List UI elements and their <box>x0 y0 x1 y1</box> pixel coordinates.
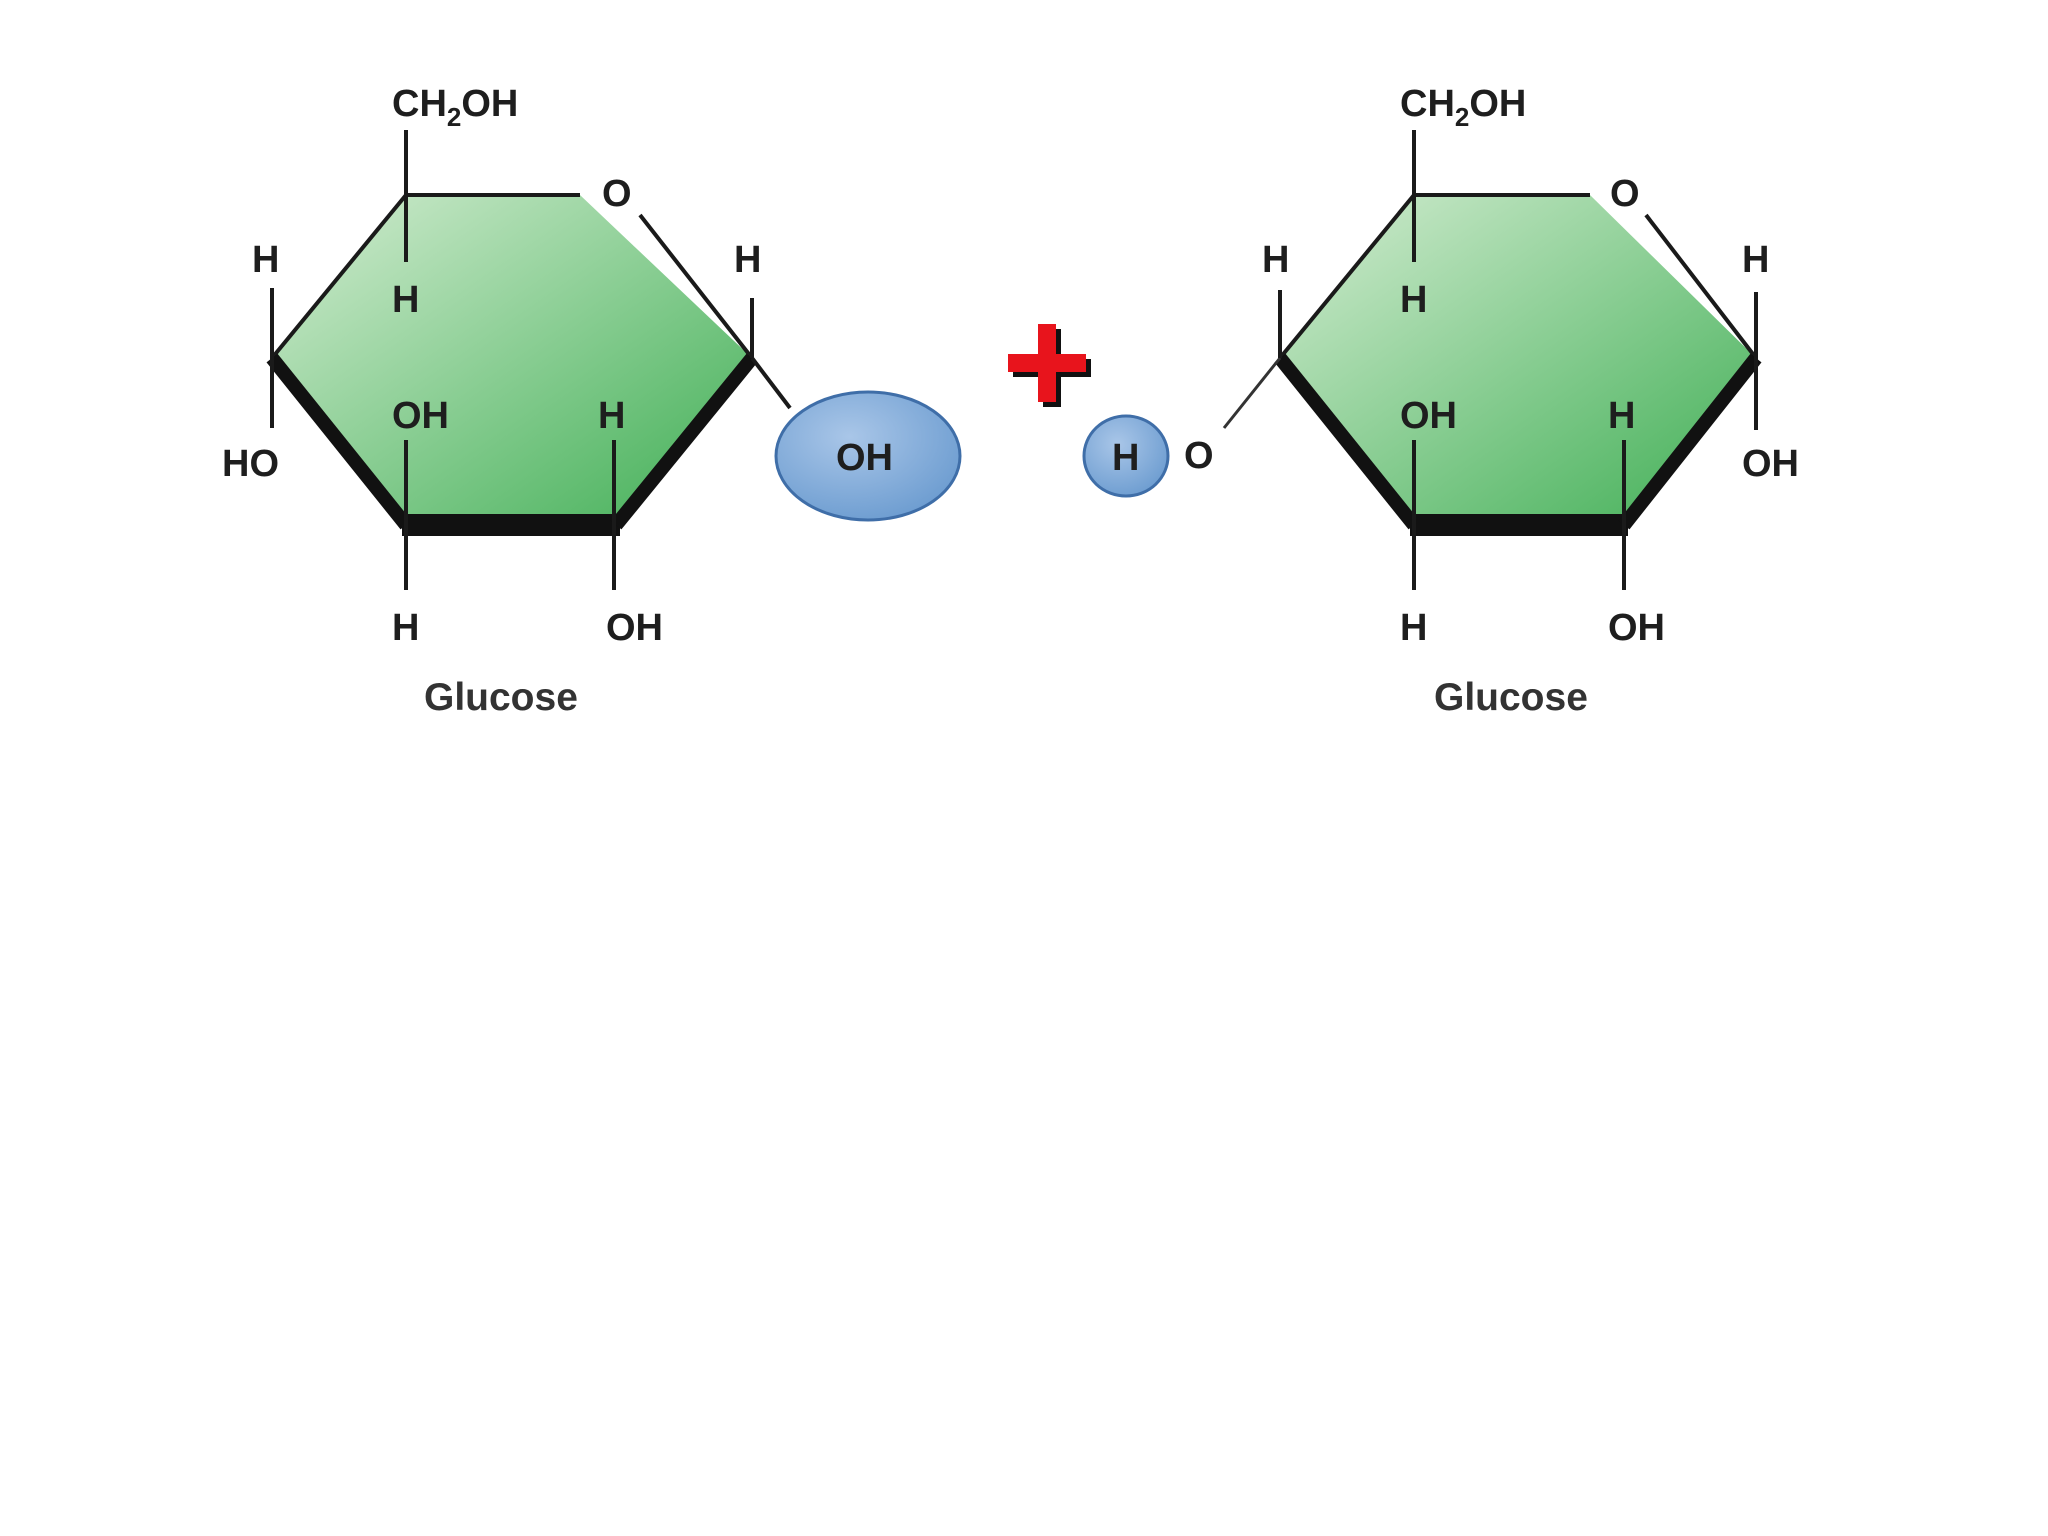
glucose-caption: Glucose <box>1434 676 1588 719</box>
h-inner-top-label: H <box>1400 279 1427 321</box>
glucose-ring <box>1280 195 1756 525</box>
glucose-left: CH2OH O H H H HO OH H H OH Glucose <box>222 83 792 719</box>
link-oxygen-label: O <box>1184 435 1214 477</box>
ho-left-label: HO <box>222 443 279 485</box>
oh-inner-label: OH <box>1400 395 1457 437</box>
oh-inner-label: OH <box>392 395 449 437</box>
h-bottom-label: H <box>1400 607 1427 649</box>
oh-bottom-label: OH <box>1608 607 1665 649</box>
glucose-caption: Glucose <box>424 676 578 719</box>
plus-icon <box>1008 324 1091 407</box>
h-inner-right-label: H <box>598 395 625 437</box>
h-right-top-label: H <box>1742 239 1769 281</box>
hydrogen-group: H <box>1082 414 1170 498</box>
glucose-ring <box>272 195 752 525</box>
hydroxyl-label: OH <box>836 437 893 479</box>
ring-oxygen-label: O <box>602 173 632 215</box>
front-bond-left <box>1274 353 1420 530</box>
h-inner-top-label: H <box>392 279 419 321</box>
front-bond-left <box>266 353 412 530</box>
h-bottom-label: H <box>392 607 419 649</box>
glucose-right: O CH2OH O H H H OH H OH H OH Glucose <box>1184 83 1799 719</box>
front-bond-right <box>1618 353 1762 530</box>
hydroxyl-group: OH <box>774 390 962 522</box>
oh-bottom-label: OH <box>606 607 663 649</box>
h-left-top-label: H <box>1262 239 1289 281</box>
hydrogen-label: H <box>1112 437 1139 479</box>
ring-oxygen-label: O <box>1610 173 1640 215</box>
h-left-top-label: H <box>252 239 279 281</box>
ch2oh-label: CH2OH <box>1400 83 1526 132</box>
h-inner-right-label: H <box>1608 395 1635 437</box>
oh-right-label: OH <box>1742 443 1799 485</box>
front-bond-right <box>610 353 758 530</box>
ch2oh-label: CH2OH <box>392 83 518 132</box>
h-right-top-label: H <box>734 239 761 281</box>
